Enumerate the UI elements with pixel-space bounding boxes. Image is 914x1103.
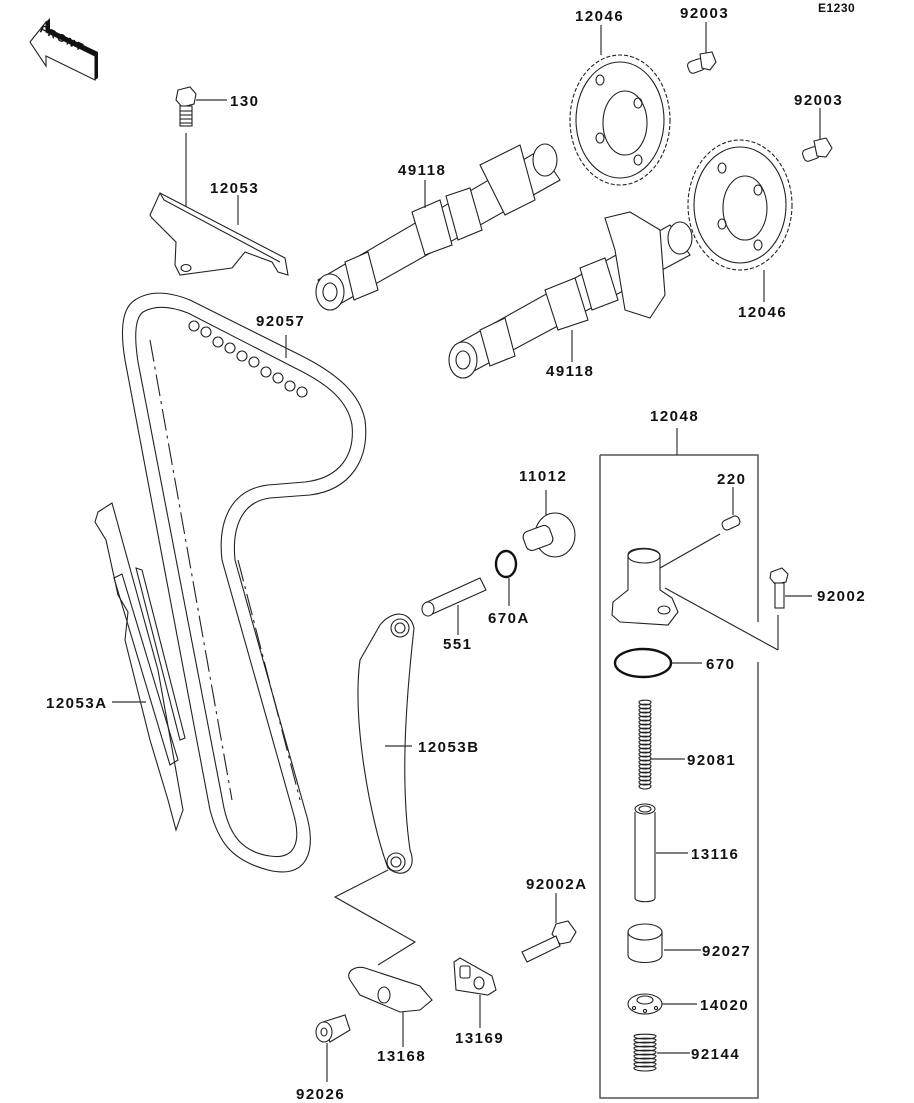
diagram-code: E1230: [818, 1, 856, 15]
tensioner-body-part: [611, 547, 779, 651]
cap-plug-11012-part: [522, 490, 576, 558]
cam-chain-92057-part: [121, 292, 367, 873]
part-label-92002A[interactable]: 92002A: [526, 876, 588, 893]
guide-plate-13169-part: [453, 957, 497, 1028]
part-label-12046-lower[interactable]: 12046: [738, 304, 788, 321]
cam-sprocket-upper-12046-part: [569, 25, 671, 186]
part-label-13116[interactable]: 13116: [691, 846, 740, 863]
part-label-92081[interactable]: 92081: [687, 752, 737, 769]
tensioner-spring-92081-part: [638, 699, 685, 790]
front-arrow-icon: [29, 18, 98, 81]
tensioner-cap-bolt-220-part: [659, 487, 741, 569]
part-label-92027[interactable]: 92027: [702, 943, 752, 960]
part-label-12053[interactable]: 12053: [210, 180, 260, 197]
part-label-12046-upper[interactable]: 12046: [575, 8, 625, 25]
tensioner-bolt-92002-part: [769, 567, 812, 650]
part-label-92003-lower[interactable]: 92003: [794, 92, 844, 109]
tensioner-rod-13116-part: [634, 803, 688, 903]
tensioner-o-ring-670-part: [613, 647, 702, 679]
part-label-130[interactable]: 130: [230, 93, 260, 110]
guide-collar-92026-part: [315, 1014, 351, 1082]
camshaft-lower-49118-part: [448, 211, 693, 379]
sprocket-bolt-upper-92003-part: [687, 22, 717, 74]
tensioner-assembly-box: [599, 428, 759, 1099]
part-label-92144[interactable]: 92144: [691, 1046, 741, 1063]
sprocket-bolt-lower-92003-part: [802, 108, 833, 162]
guide-lever-13168-part: [348, 966, 433, 1047]
part-label-12053B[interactable]: 12053B: [418, 739, 480, 756]
cam-sprocket-lower-12046-part: [687, 139, 793, 302]
part-label-13168[interactable]: 13168: [377, 1048, 427, 1065]
plug-o-ring-670A-part: [494, 549, 518, 606]
part-label-14020[interactable]: 14020: [700, 997, 750, 1014]
part-label-92003-upper[interactable]: 92003: [680, 5, 730, 22]
tensioner-collar-92027-part: [627, 923, 701, 964]
part-label-551[interactable]: 551: [443, 636, 473, 653]
chain-tensioner-guide-12053B-part: [357, 613, 415, 874]
part-label-92057[interactable]: 92057: [256, 313, 306, 330]
part-label-12048[interactable]: 12048: [650, 408, 700, 425]
part-label-49118-lower[interactable]: 49118: [546, 363, 595, 380]
part-label-11012[interactable]: 11012: [519, 468, 568, 485]
camshaft-upper-49118-part: [315, 143, 561, 311]
chain-guide-12053-part: [149, 192, 289, 276]
part-label-670A[interactable]: 670A: [488, 610, 530, 627]
part-label-13169[interactable]: 13169: [455, 1030, 505, 1047]
linkage-lines: [333, 869, 417, 966]
part-label-12053A[interactable]: 12053A: [46, 695, 108, 712]
part-label-49118-upper[interactable]: 49118: [398, 162, 447, 179]
part-label-92002[interactable]: 92002: [817, 588, 867, 605]
pivot-pin-551-part: [421, 577, 487, 635]
guide-bolt-92002A-part: [521, 893, 577, 963]
part-label-670[interactable]: 670: [706, 656, 736, 673]
part-label-220[interactable]: 220: [717, 471, 747, 488]
tensioner-spring-92144-part: [633, 1033, 690, 1072]
part-label-92026[interactable]: 92026: [296, 1086, 346, 1103]
tensioner-ball-cap-14020-part: [627, 993, 697, 1015]
bolt-130-part: [175, 86, 197, 268]
chain-guide-front-12053A-part: [94, 502, 186, 832]
